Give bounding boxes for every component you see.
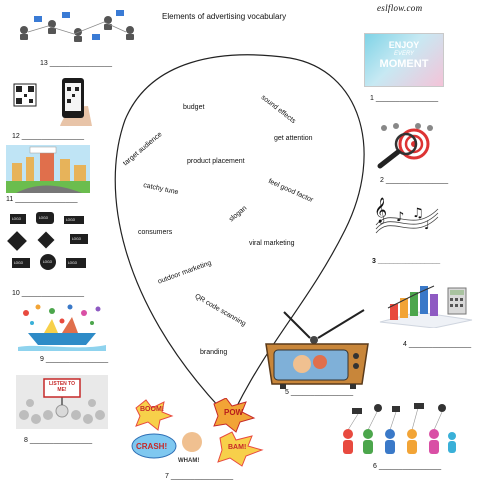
network-people-image bbox=[20, 10, 134, 42]
blank-1: 1 ________________ bbox=[370, 95, 439, 102]
music-notes-image: 𝄞 ♪ ♫ ♩ bbox=[374, 197, 439, 234]
blank-10: 10 ________________ bbox=[12, 290, 85, 297]
blank-12: 12 ________________ bbox=[12, 133, 85, 140]
svg-text:LOGO: LOGO bbox=[12, 217, 22, 221]
every-text: EVERY bbox=[393, 51, 415, 57]
blank-11: 11 ________________ bbox=[6, 196, 78, 203]
comic-words-image: BOOM! POW CRASH! BAM! WHAM! bbox=[128, 398, 268, 468]
blank-5: 5 ________________ bbox=[285, 389, 354, 396]
comic-bam: BAM! bbox=[228, 444, 247, 451]
blank-13: 13 ________________ bbox=[40, 60, 113, 67]
svg-text:♪: ♪ bbox=[396, 210, 404, 225]
brand-logo: eslflow.com bbox=[377, 3, 423, 13]
blank-4: 4 ________________ bbox=[403, 341, 472, 348]
word-viral-marketing: viral marketing bbox=[249, 240, 295, 247]
svg-text:𝄞: 𝄞 bbox=[374, 197, 387, 223]
blank-3: 3 ________________ bbox=[372, 258, 441, 265]
comic-wham: WHAM! bbox=[178, 458, 200, 464]
logo-stamps-image: LOGO LOGO LOGO LOGO LOGO LOGO LOGO bbox=[7, 212, 88, 270]
blank-2: 2 ________________ bbox=[380, 177, 449, 184]
svg-text:LOGO: LOGO bbox=[66, 218, 76, 222]
svg-text:LOGO: LOGO bbox=[39, 216, 49, 220]
worksheet-title: Elements of advertising vocabulary bbox=[162, 12, 287, 21]
people-interests-image bbox=[343, 403, 456, 454]
svg-text:♫: ♫ bbox=[412, 206, 424, 221]
listen-sign-text: LISTEN TO ME! bbox=[48, 381, 76, 393]
svg-text:LOGO: LOGO bbox=[43, 260, 53, 264]
listen-crowd-image bbox=[16, 375, 108, 429]
comic-boom: BOOM! bbox=[140, 406, 165, 413]
comic-bursts bbox=[131, 398, 264, 467]
word-branding: branding bbox=[200, 349, 228, 356]
qr-phone-image bbox=[13, 78, 92, 126]
city-billboard-image bbox=[6, 145, 90, 193]
moment-text: MOMENT bbox=[379, 58, 429, 70]
blank-6: 6 ________________ bbox=[373, 463, 442, 470]
svg-text:LOGO: LOGO bbox=[68, 261, 78, 265]
comic-pow: POW bbox=[224, 408, 244, 417]
svg-text:LOGO: LOGO bbox=[14, 261, 24, 265]
word-get-attention: get attention bbox=[274, 135, 313, 142]
enjoy-text: ENJOY bbox=[388, 40, 420, 50]
svg-text:♩: ♩ bbox=[424, 218, 430, 232]
word-consumers: consumers bbox=[138, 229, 173, 236]
svg-text:LOGO: LOGO bbox=[72, 237, 82, 241]
magnifier-target-image bbox=[377, 123, 433, 169]
blank-7: 7 ________________ bbox=[165, 473, 234, 480]
tv-image bbox=[265, 309, 369, 389]
comic-crash: CRASH! bbox=[136, 442, 168, 451]
blank-9: 9 ________________ bbox=[40, 356, 109, 363]
confetti-boat-image bbox=[18, 304, 106, 351]
blank-8: 8 ________________ bbox=[24, 437, 93, 444]
bar-chart-calculator-image bbox=[379, 285, 473, 328]
enjoy-moment-image: ENJOY EVERY MOMENT bbox=[364, 33, 444, 87]
word-product-placement: product placement bbox=[187, 158, 245, 165]
word-budget: budget bbox=[183, 104, 205, 111]
